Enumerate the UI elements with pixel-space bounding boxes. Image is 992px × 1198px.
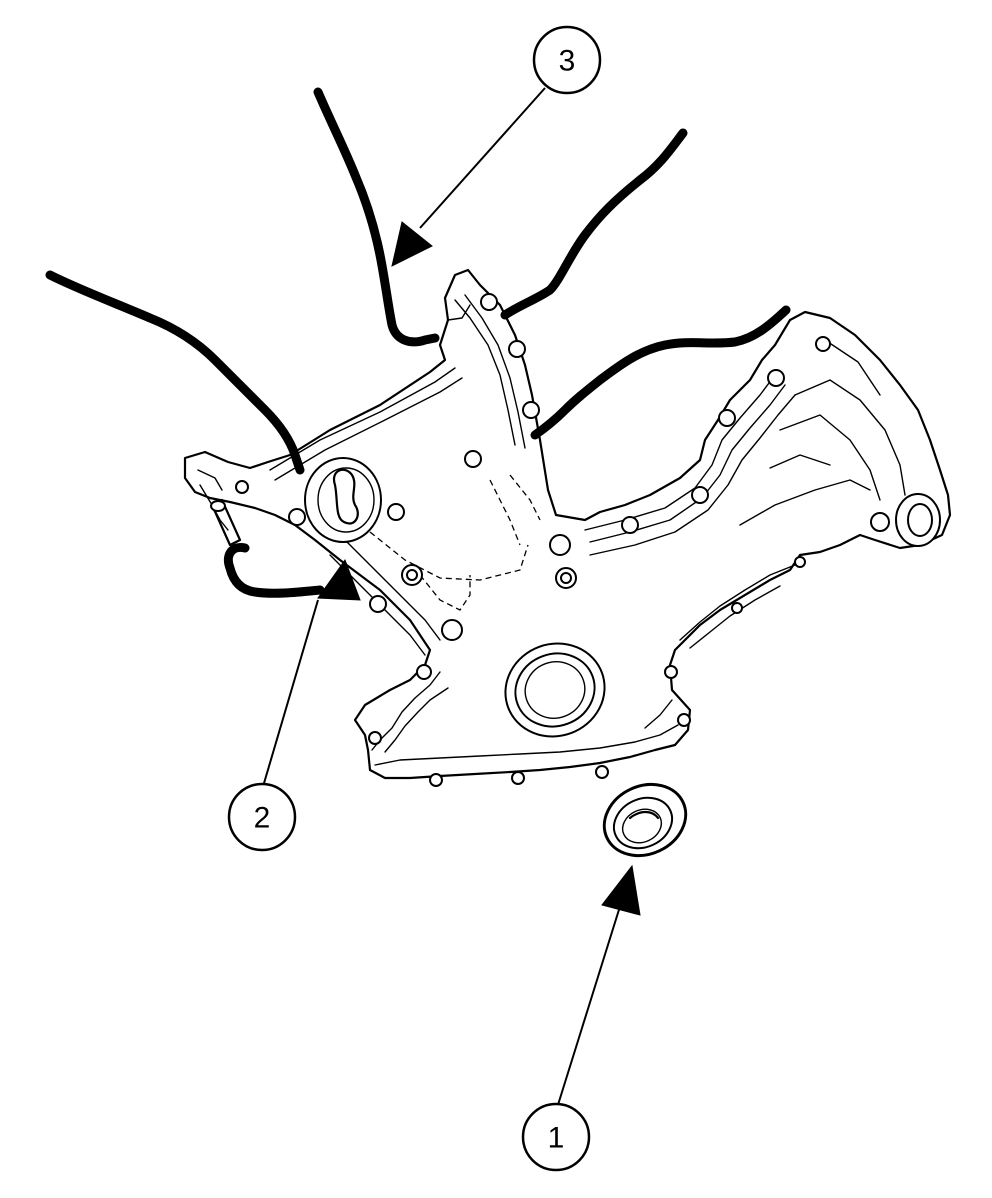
sealant-beads xyxy=(45,87,791,598)
sealant-bead-right xyxy=(530,305,791,440)
callout-label-2: 2 xyxy=(254,802,271,835)
callout-1: 1 xyxy=(521,1102,591,1172)
sealant-bead-left xyxy=(45,270,305,475)
crankshaft-front-seal-icon xyxy=(602,782,688,858)
callout-leaders xyxy=(261,87,641,1109)
engine-front-cover-icon xyxy=(183,268,952,787)
arrow-icon xyxy=(317,558,361,601)
sealant-bead-top-right xyxy=(500,128,688,320)
arrow-icon xyxy=(391,221,433,267)
sealant-bead-top-left xyxy=(313,87,440,347)
sealant-bead-lower-left xyxy=(223,542,325,598)
callout-2: 2 xyxy=(227,782,297,852)
leader-line-2 xyxy=(261,599,319,791)
leader-line-3 xyxy=(419,87,546,229)
callout-label-3: 3 xyxy=(559,45,576,78)
leader-line-1 xyxy=(556,899,623,1109)
arrow-icon xyxy=(601,864,641,916)
callout-label-1: 1 xyxy=(548,1122,565,1155)
callout-3: 3 xyxy=(532,25,602,95)
